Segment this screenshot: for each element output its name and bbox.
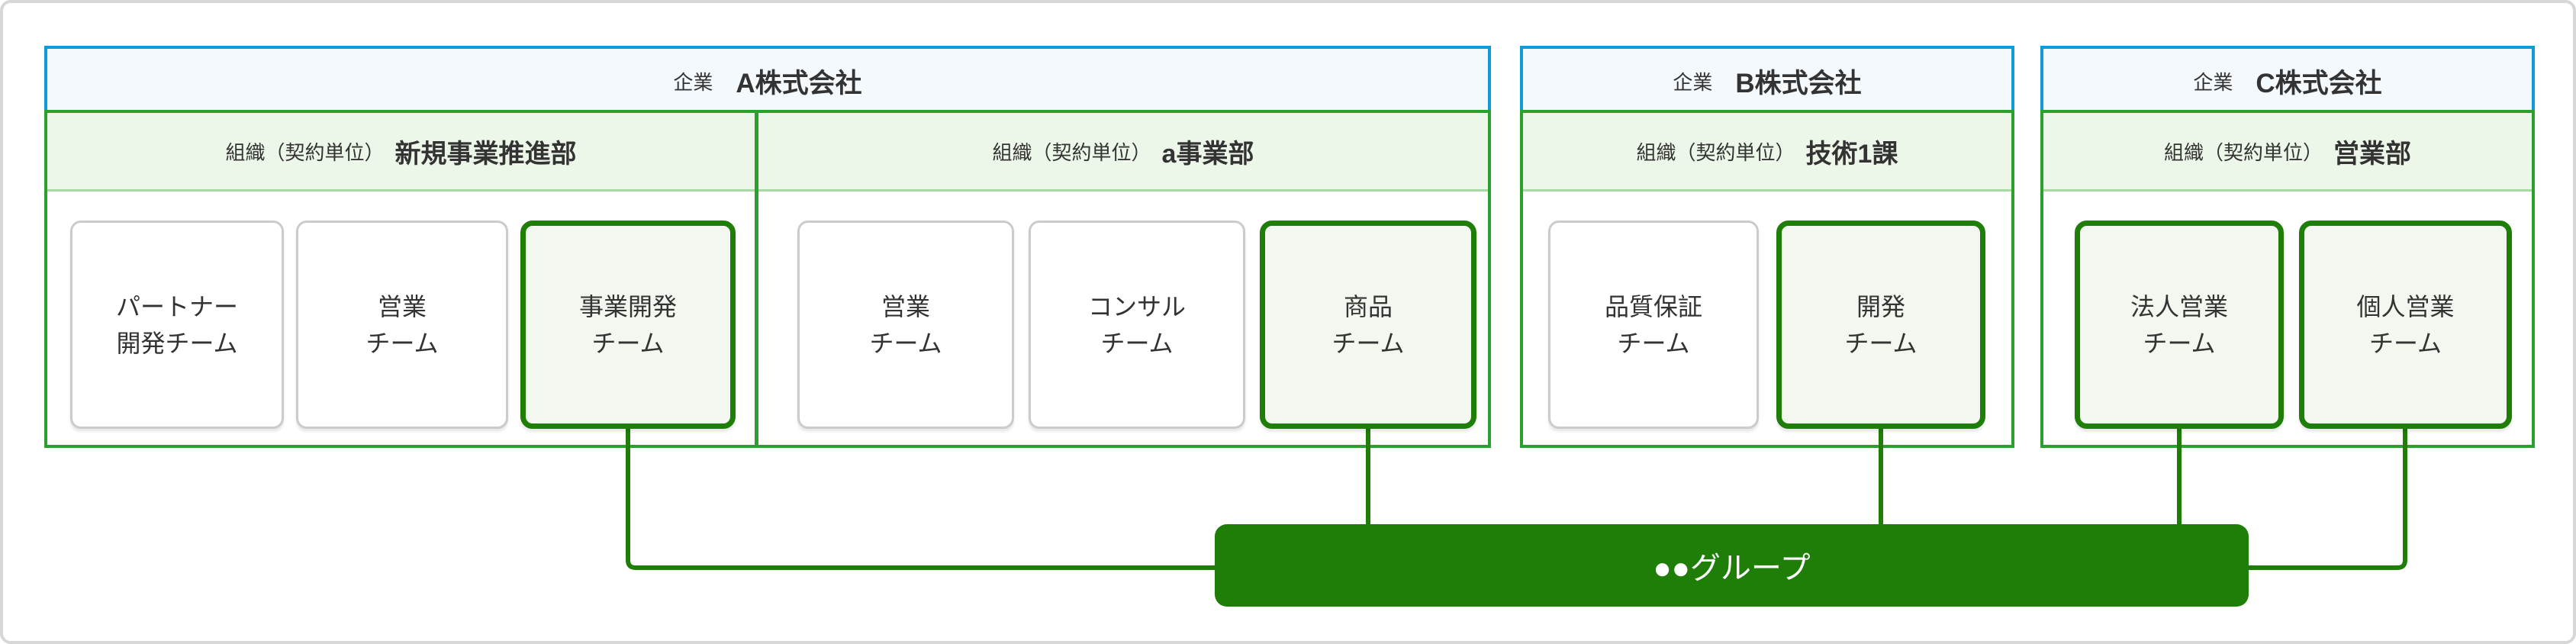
team-name-line: 営業 [377,292,427,320]
team-development-highlighted: 開発 チーム [1776,221,1985,429]
team-name-line: チーム [1100,329,1174,357]
org-c-name: 営業部 [2333,139,2411,169]
company-a-header: 企業 A株式会社 [44,46,1491,113]
team-name-line: チーム [365,329,439,357]
team-name-line: パートナー [115,292,238,320]
team-name-line: 開発 [1856,292,1905,320]
team-business-development-highlighted: 事業開発 チーム [520,221,736,429]
company-c-label: 企業 [2193,70,2233,94]
org-a1-header: 組織（契約単位） 新規事業推進部 [47,113,755,192]
team-name-line: 営業 [881,292,930,320]
company-b-label: 企業 [1673,70,1713,94]
company-b-name: B株式会社 [1735,68,1862,98]
team-quality-assurance: 品質保証 チーム [1548,221,1759,429]
company-a-name: A株式会社 [736,68,862,98]
org-b-header: 組織（契約単位） 技術1課 [1523,113,2011,192]
team-product-highlighted: 商品 チーム [1260,221,1476,429]
team-name-line: チーム [591,329,665,357]
team-name-line: 品質保証 [1604,292,1702,320]
org-a1-name: 新規事業推進部 [394,139,577,169]
company-c-header: 企業 C株式会社 [2040,46,2535,113]
team-sales-a1: 営業 チーム [296,221,508,429]
team-individual-sales-highlighted: 個人営業 チーム [2299,221,2512,429]
org-c-header: 組織（契約単位） 営業部 [2043,113,2532,192]
org-c-label: 組織（契約単位） [2163,140,2323,164]
company-c-name: C株式会社 [2256,68,2382,98]
group-label: ●●グループ [1653,552,1811,585]
team-name-line: コンサル [1087,292,1186,320]
team-name-line: チーム [1331,329,1405,357]
team-name-line: 法人営業 [2130,292,2228,320]
team-corporate-sales-highlighted: 法人営業 チーム [2075,221,2284,429]
team-name-line: 個人営業 [2356,292,2455,320]
team-partner-development: パートナー 開発チーム [70,221,284,429]
org-a2-name: a事業部 [1161,139,1254,169]
team-name-line: 開発チーム [116,329,238,357]
org-a1-label: 組織（契約単位） [225,140,385,164]
group-bar: ●●グループ [1215,524,2249,607]
team-name-line: 商品 [1343,292,1393,320]
team-name-line: チーム [869,329,942,357]
org-b-name: 技術1課 [1805,139,1898,169]
team-name-line: チーム [2368,329,2442,357]
team-name-line: チーム [1617,329,1690,357]
company-b-header: 企業 B株式会社 [1520,46,2014,113]
team-consulting: コンサル チーム [1029,221,1245,429]
org-a2-label: 組織（契約単位） [992,140,1151,164]
team-sales-a2: 営業 チーム [797,221,1014,429]
team-name-line: 事業開発 [578,292,677,320]
team-name-line: チーム [1844,329,1918,357]
org-b-label: 組織（契約単位） [1636,140,1795,164]
team-name-line: チーム [2143,329,2216,357]
company-a-label: 企業 [673,70,713,94]
org-a2-header: 組織（契約単位） a事業部 [758,113,1488,192]
